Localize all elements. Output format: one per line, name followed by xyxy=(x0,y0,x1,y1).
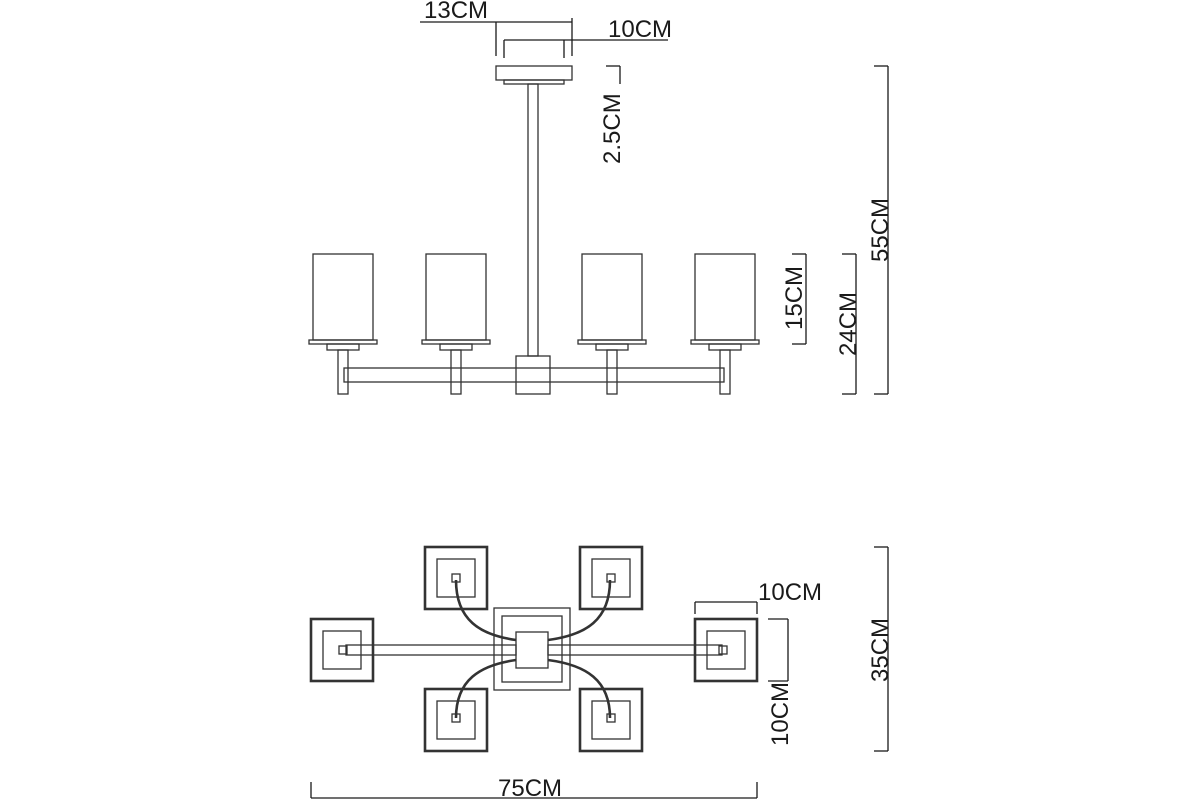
label-arm-height: 24CM xyxy=(835,292,862,356)
curved-arms xyxy=(454,579,612,719)
label-canopy-outer: 13CM xyxy=(424,0,488,24)
front-view: 13CM 10CM 2.5CM 15CM 24CM xyxy=(308,0,894,395)
arm-left xyxy=(345,644,517,656)
shade-1 xyxy=(308,253,378,395)
label-shade-width: 10CM xyxy=(758,579,822,606)
dimension-total-depth: 35CM xyxy=(867,546,894,752)
horizontal-bar xyxy=(343,367,725,383)
canopy xyxy=(495,65,573,81)
shade-4 xyxy=(690,253,760,395)
dimension-total-width: 75CM xyxy=(310,775,758,800)
dimension-canopy-inner: 10CM xyxy=(503,16,672,58)
dimension-shade-depth: 10CM xyxy=(767,618,794,746)
label-shade-height: 15CM xyxy=(781,266,808,330)
center-plate-inner xyxy=(501,615,563,683)
dimension-canopy-height: 2.5CM xyxy=(599,65,626,164)
top-shade-bottom-right xyxy=(578,687,644,753)
center-plate-outer xyxy=(493,607,571,691)
top-shade-bottom-left xyxy=(423,687,489,753)
dimension-arm-height: 24CM xyxy=(835,253,862,395)
label-total-width: 75CM xyxy=(498,775,562,800)
dimension-shade-width: 10CM xyxy=(694,579,822,614)
top-shade-top-left xyxy=(423,545,489,611)
dimension-shade-height: 15CM xyxy=(781,253,808,345)
label-total-depth: 35CM xyxy=(867,618,894,682)
top-view: 10CM 10CM 35CM 75CM xyxy=(309,545,894,800)
label-canopy-height: 2.5CM xyxy=(599,93,626,164)
dimension-total-height: 55CM xyxy=(867,65,894,395)
center-hub xyxy=(515,355,551,395)
arm-right xyxy=(547,644,723,656)
shade-3 xyxy=(577,253,647,395)
label-shade-depth: 10CM xyxy=(767,682,794,746)
top-shade-left xyxy=(309,617,375,683)
shade-2 xyxy=(421,253,491,395)
top-shade-top-right xyxy=(578,545,644,611)
label-total-height: 55CM xyxy=(867,198,894,262)
stem xyxy=(527,83,539,357)
center-block xyxy=(515,631,549,669)
top-shade-right xyxy=(693,617,759,683)
dimension-canopy-outer: 13CM xyxy=(420,0,573,56)
label-canopy-inner: 10CM xyxy=(608,16,672,43)
